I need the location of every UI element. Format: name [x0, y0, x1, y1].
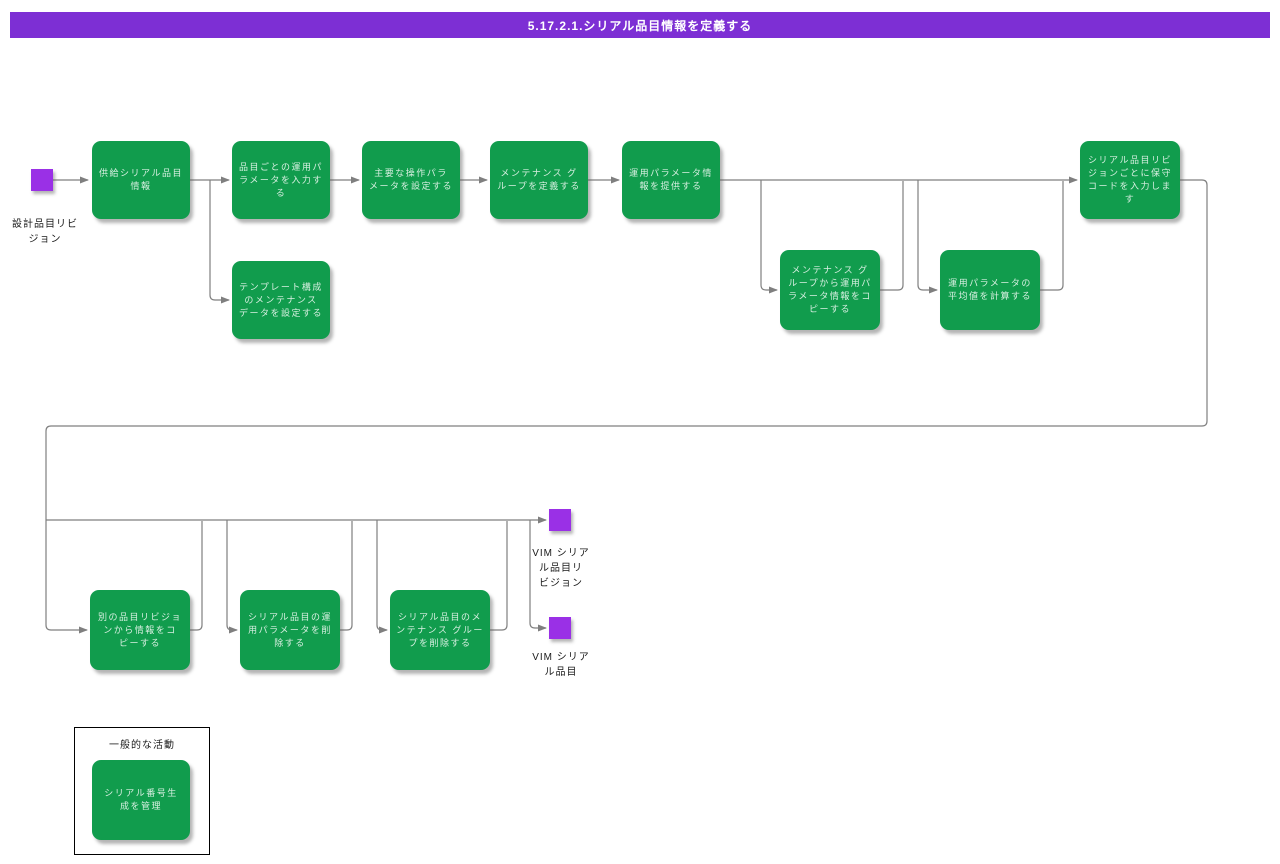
event-vim-serial-item-revision-label: VIM シリア ル品目リ ビジョン — [532, 548, 590, 589]
node-copy-params-from-maintenance-group[interactable]: メンテナンス グ ループから運用パ ラメータ情報をコ ピーする — [780, 250, 880, 330]
flow-delete-params-return — [340, 521, 353, 631]
node-enter-operational-params-per-item[interactable]: 品目ごとの運用パ ラメータを入力す る — [232, 141, 330, 219]
flow-delete-group-return — [490, 521, 508, 631]
flow-supply-to-template — [209, 180, 230, 304]
flow-branch-to-vim-serial-item — [529, 520, 547, 632]
flow-calc-average-return — [1040, 181, 1064, 291]
event-vim-serial-item-revision[interactable] — [549, 509, 571, 531]
flow-branch-to-calc-average — [917, 180, 938, 294]
flow-branch-to-delete-params — [226, 520, 238, 634]
node-copy-info-from-other-revision[interactable]: 別の品目リビジョ ンから情報をコ ピーする — [90, 590, 190, 670]
flow-copy-info-return — [190, 521, 203, 631]
node-calc-average-operational-params[interactable]: 運用パラメータの 平均値を計算する — [940, 250, 1040, 330]
diagram-title: 5.17.2.1.シリアル品目情報を定義する — [10, 12, 1270, 38]
node-delete-serial-item-maintenance-group[interactable]: シリアル品目のメ ンテナンス グルー プを削除する — [390, 590, 490, 670]
event-vim-serial-item-label: VIM シリア ル品目 — [532, 652, 590, 678]
event-vim-serial-item[interactable] — [549, 617, 571, 639]
node-define-maintenance-group[interactable]: メンテナンス グ ループを定義する — [490, 141, 588, 219]
node-enter-maintenance-code-per-revision[interactable]: シリアル品目リビ ジョンごとに保守 コードを入力しま す — [1080, 141, 1180, 219]
flow-copy-group-return — [880, 181, 904, 291]
node-delete-serial-item-operational-params[interactable]: シリアル品目の運 用パラメータを削 除する — [240, 590, 340, 670]
node-set-template-maintenance-data[interactable]: テンプレート構成 のメンテナンス データを設定する — [232, 261, 330, 339]
flow-loop-to-bottom-row — [45, 179, 1208, 634]
legend-title: 一般的な活動 — [109, 740, 175, 751]
node-set-primary-operation-params[interactable]: 主要な操作パラ メータを設定する — [362, 141, 460, 219]
flow-branch-to-copy-group — [760, 180, 778, 294]
flow-branch-to-delete-group — [376, 520, 388, 634]
event-design-item-revision-label: 設計品目リビ ジョン — [12, 219, 78, 245]
event-design-item-revision[interactable] — [31, 169, 53, 191]
node-provide-operational-param-info[interactable]: 運用パラメータ情 報を提供する — [622, 141, 720, 219]
node-manage-serial-number-generation[interactable]: シリアル番号生 成を管理 — [92, 760, 190, 840]
node-supply-serial-item-info[interactable]: 供給シリアル品目 情報 — [92, 141, 190, 219]
